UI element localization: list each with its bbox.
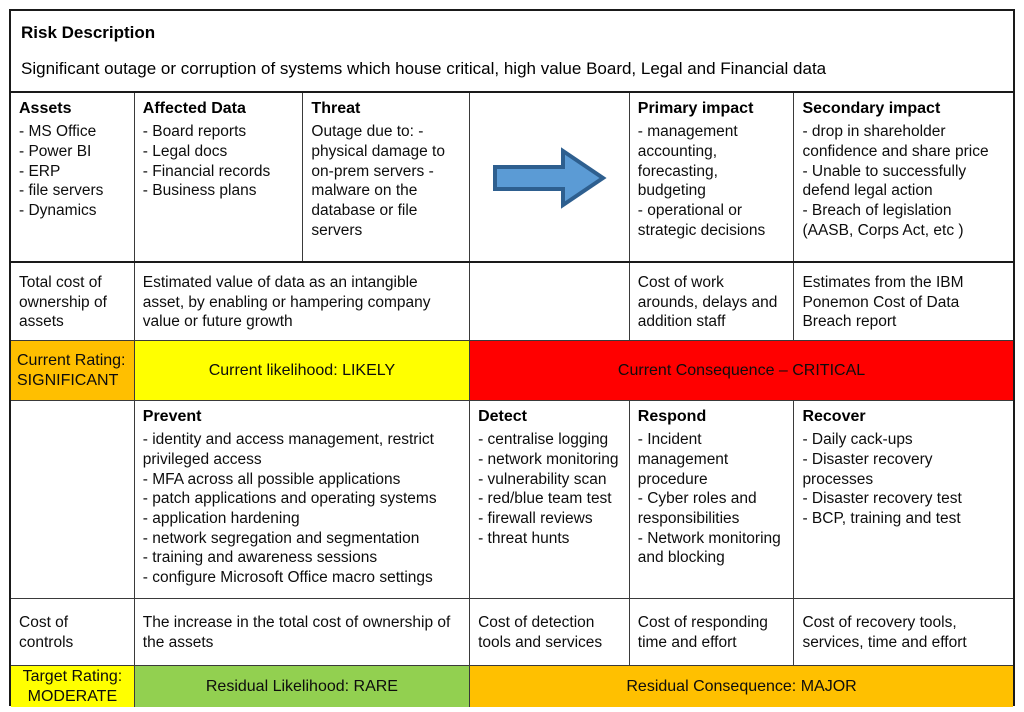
current-rating-row: Current Rating: SIGNIFICANT Current like… [11,341,1013,401]
tco-secondary-cost: Estimates from the IBM Ponemon Cost of D… [802,273,964,331]
risk-description-title: Risk Description [21,23,156,43]
cost-of-controls-label-cell: Cost of controls [11,599,135,665]
current-likelihood-label: Current likelihood: LIKELY [208,362,396,380]
tco-primary-cost: Cost of work arounds, delays and additio… [637,273,778,331]
residual-likelihood-badge: Residual Likelihood: RARE [134,666,471,707]
risk-detail-row: Assets - MS Office - Power BI - ERP - fi… [11,93,1013,263]
right-arrow-icon [493,147,608,209]
detect-list: - centralise logging - network monitorin… [478,431,619,547]
primary-impact-header: Primary impact [637,100,754,117]
impact-flow-arrow-cell [470,93,630,261]
recover-header: Recover [802,408,866,425]
recover-cost: Cost of recovery tools, services, time a… [802,614,967,651]
controls-row: Prevent - identity and access management… [11,401,1013,599]
recover-cost-cell: Cost of recovery tools, services, time a… [794,599,1013,665]
respond-header: Respond [637,408,707,425]
prevent-cost-cell: The increase in the total cost of owners… [135,599,471,665]
residual-likelihood-label: Residual Likelihood: RARE [205,678,398,696]
risk-matrix-table: Risk Description Significant outage or c… [9,9,1015,707]
target-rating-label-line1: Target Rating: [22,668,123,686]
secondary-impact-header: Secondary impact [802,100,941,117]
secondary-impact-list: - drop in shareholder confidence and sha… [802,123,989,239]
affected-data-list: - Board reports - Legal docs - Financial… [142,123,271,200]
respond-cell: Respond - Incident management procedure … [630,401,795,598]
assets-cell: Assets - MS Office - Power BI - ERP - fi… [11,93,135,261]
current-likelihood-badge: Current likelihood: LIKELY [134,341,471,400]
detect-header: Detect [478,408,527,425]
affected-data-header: Affected Data [142,100,246,117]
current-rating-badge: Current Rating: SIGNIFICANT [11,341,135,400]
secondary-impact-cell: Secondary impact - drop in shareholder c… [794,93,1013,261]
threat-list: Outage due to: - physical damage to on-p… [311,123,445,239]
cost-of-controls-row: Cost of controls The increase in the tot… [11,599,1013,666]
respond-list: - Incident management procedure - Cyber … [637,431,781,567]
affected-data-cell: Affected Data - Board reports - Legal do… [135,93,304,261]
target-rating-label-line2: MODERATE [27,687,118,705]
detect-cost: Cost of detection tools and services [478,614,603,651]
tco-secondary-cost-cell: Estimates from the IBM Ponemon Cost of D… [794,263,1013,340]
primary-impact-cell: Primary impact - management accounting, … [630,93,795,261]
target-rating-row: Target Rating: MODERATE Residual Likelih… [11,666,1013,707]
primary-impact-list: - management accounting, forecasting, bu… [637,123,766,239]
tco-assets-value-cell: Estimated value of data as an intangible… [135,263,471,340]
tco-label-cell: Total cost of ownership of assets [11,263,135,340]
recover-cell: Recover - Daily cack-ups - Disaster reco… [794,401,1013,598]
tco-primary-cost-cell: Cost of work arounds, delays and additio… [630,263,795,340]
threat-header: Threat [311,100,361,117]
prevent-cell: Prevent - identity and access management… [135,401,471,598]
residual-consequence-label: Residual Consequence: MAJOR [626,678,857,696]
respond-cost-cell: Cost of responding time and effort [630,599,795,665]
current-rating-label: Current Rating: SIGNIFICANT [17,351,126,389]
residual-consequence-badge: Residual Consequence: MAJOR [470,666,1013,707]
detect-cell: Detect - centralise logging - network mo… [470,401,630,598]
risk-description-text: Significant outage or corruption of syst… [21,59,827,78]
total-cost-of-ownership-row: Total cost of ownership of assets Estima… [11,263,1013,341]
target-rating-badge: Target Rating: MODERATE [11,666,135,707]
assets-header: Assets [19,100,72,117]
respond-cost: Cost of responding time and effort [637,614,768,651]
tco-blank-cell [470,263,630,340]
tco-label: Total cost of ownership of assets [19,273,107,331]
current-consequence-label: Current Consequence – CRITICAL [617,362,866,380]
prevent-header: Prevent [142,408,202,425]
threat-cell: Threat Outage due to: - physical damage … [303,93,471,261]
risk-description-row: Risk Description Significant outage or c… [11,11,1013,93]
controls-blank-cell [11,401,135,598]
tco-assets-value: Estimated value of data as an intangible… [142,273,431,331]
cost-of-controls-label: Cost of controls [19,614,74,651]
detect-cost-cell: Cost of detection tools and services [470,599,630,665]
current-consequence-badge: Current Consequence – CRITICAL [470,341,1013,400]
prevent-list: - identity and access management, restri… [142,431,437,587]
recover-list: - Daily cack-ups - Disaster recovery pro… [802,431,962,527]
assets-list: - MS Office - Power BI - ERP - file serv… [19,123,104,219]
prevent-cost: The increase in the total cost of owners… [142,614,451,651]
